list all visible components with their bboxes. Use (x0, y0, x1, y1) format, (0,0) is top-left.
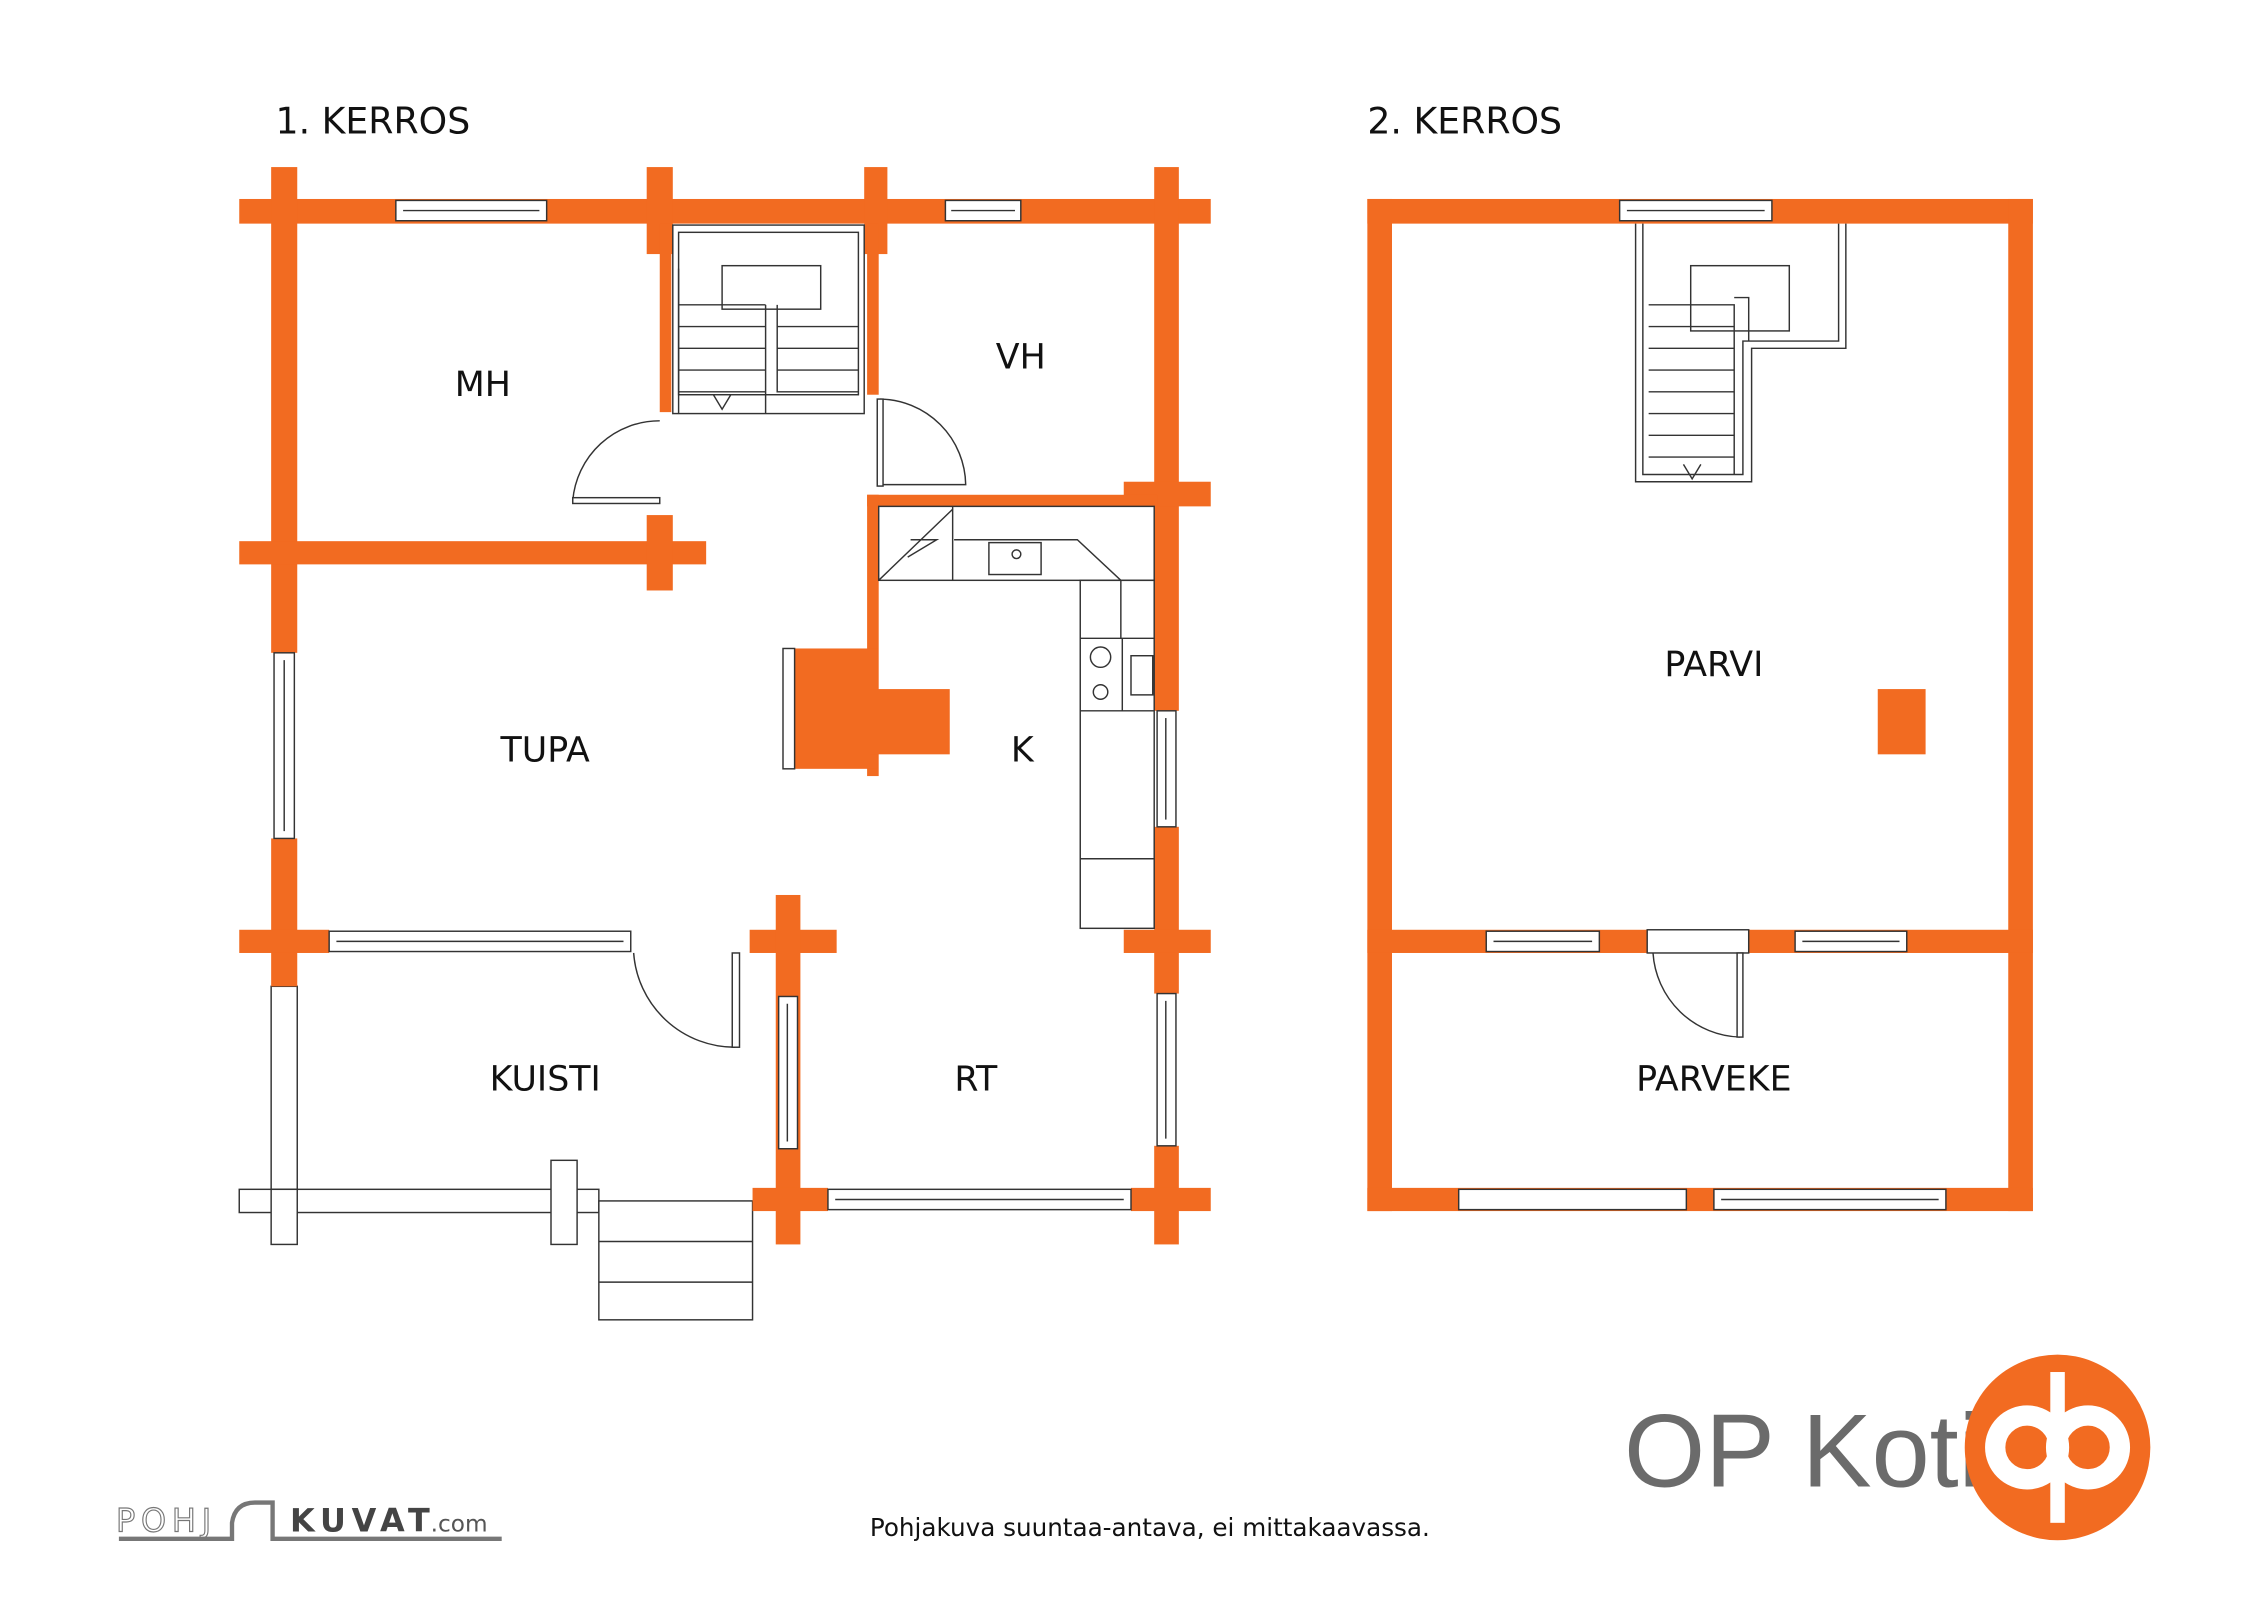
doors-floor-1 (571, 398, 967, 1048)
staircase-floor-2 (1634, 223, 1847, 483)
op-logo-icon (1964, 1354, 2151, 1541)
svg-text:POHJ: POHJ (116, 1502, 217, 1540)
stove-icon (1089, 646, 1112, 669)
windows-floor-1 (273, 199, 1177, 1211)
chimney (1877, 689, 1926, 755)
kitchen-fixtures (877, 505, 1155, 930)
room-label: TUPA (500, 731, 590, 771)
brand-name: OP Koti (1624, 1393, 1982, 1510)
sink-icon (988, 541, 1042, 576)
entry-steps (598, 1200, 754, 1321)
windows-floor-2 (1457, 199, 1947, 1211)
svg-text:.com: .com (431, 1511, 488, 1538)
room-label: RT (954, 1060, 998, 1100)
room-label: VH (996, 338, 1046, 378)
pohjakuvat-logo: POHJ KUVAT .com (115, 1500, 502, 1541)
porch-railing (238, 985, 754, 1321)
staircase-floor-1 (672, 224, 865, 415)
floor-2: 2. KERROS PARVI PAR (1367, 100, 2033, 1212)
room-label: MH (455, 365, 511, 405)
walls-floor-1 (239, 167, 1211, 1245)
room-label: K (1011, 731, 1035, 771)
room-label: PARVI (1664, 645, 1763, 685)
floor-1-title: 1. KERROS (275, 100, 470, 143)
fireplace (790, 648, 878, 769)
svg-text:KUVAT: KUVAT (290, 1502, 436, 1540)
disclaimer: Pohjakuva suuntaa-antava, ei mittakaavas… (870, 1513, 1430, 1542)
room-label: PARVEKE (1636, 1060, 1791, 1100)
floor-1: 1. KERROS (238, 100, 1211, 1321)
room-label: KUISTI (490, 1060, 601, 1100)
balcony-door (1652, 952, 1744, 1038)
floor-2-title: 2. KERROS (1367, 100, 1562, 143)
